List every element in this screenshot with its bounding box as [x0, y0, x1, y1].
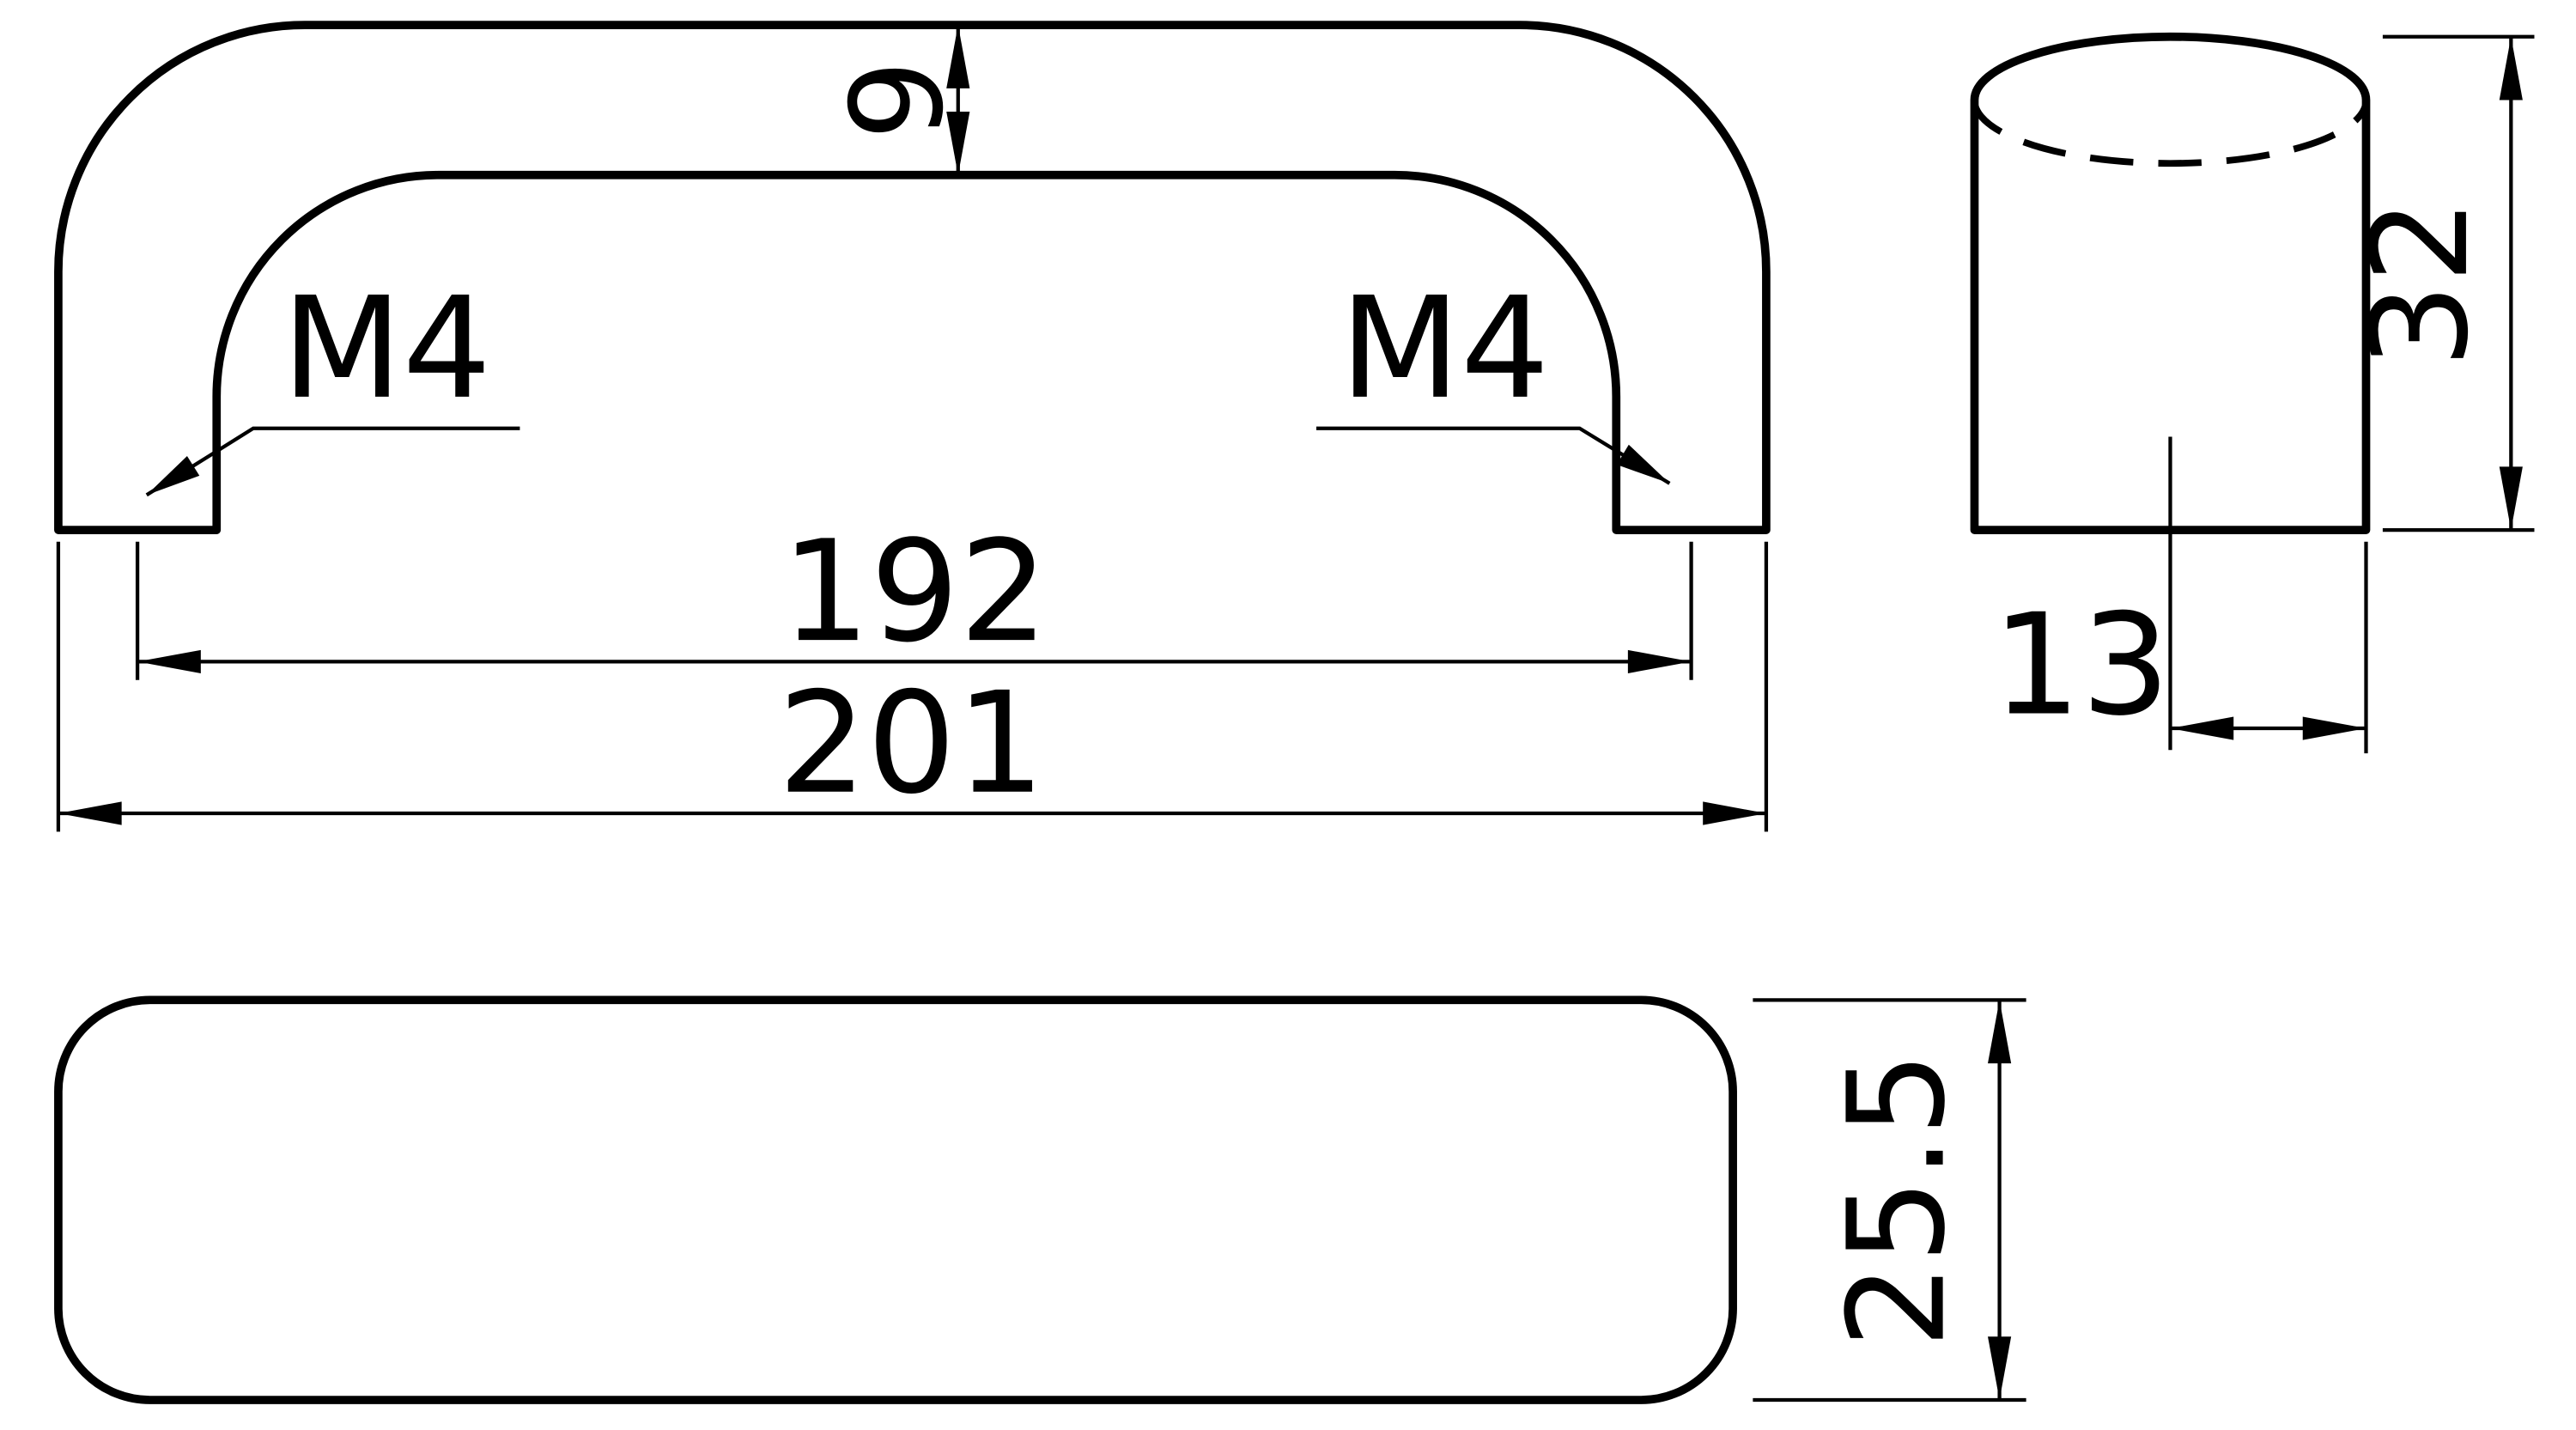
arrowhead-left	[2170, 716, 2234, 740]
arrowhead-down	[946, 112, 970, 175]
thread-callout-left: M4	[145, 268, 520, 497]
arrowhead-up	[1988, 1000, 2012, 1064]
dim-label-192: 192	[781, 511, 1048, 673]
dimension-depth: 25.5	[1753, 998, 2026, 1403]
dim-label-201: 201	[778, 663, 1045, 825]
arrowhead-right	[2302, 716, 2366, 740]
arrowhead-up	[2499, 36, 2523, 100]
thread-label-left: M4	[282, 268, 491, 430]
arrowhead-down	[1988, 1336, 2012, 1401]
thread-callout-right: M4	[1315, 268, 1671, 485]
cylinder-hidden-arc	[1971, 100, 2370, 167]
dim-label-9: 9	[823, 60, 971, 141]
arrowhead-left	[137, 649, 201, 673]
front-view: 9 M4 M4 192 20	[54, 21, 1771, 832]
arrowhead-down	[2499, 466, 2523, 531]
side-view: 32 13	[1970, 32, 2535, 754]
dimension-side-width: 13	[1992, 541, 2368, 754]
cylinder-top-arc	[1970, 32, 2371, 100]
handle-plan-outline	[54, 995, 1737, 1404]
handle-outline	[54, 21, 1771, 534]
arrowhead-up	[946, 25, 970, 88]
bottom-view: 25.5	[54, 995, 2026, 1404]
arrowhead-right	[1703, 801, 1766, 825]
dim-label-32: 32	[2342, 198, 2498, 368]
dimension-side-height: 32	[2342, 34, 2535, 532]
dim-label-25-5: 25.5	[1820, 1051, 1975, 1348]
thread-label-right: M4	[1340, 268, 1549, 430]
arrowhead-left	[58, 801, 122, 825]
dimension-hole-spacing: 192	[135, 511, 1693, 680]
dim-label-13: 13	[1992, 585, 2170, 747]
dimension-bar-thickness: 9	[823, 25, 971, 175]
leader-arrowhead-right	[1616, 444, 1670, 484]
leader-line-left	[145, 426, 520, 497]
leader-arrowhead-left	[146, 455, 200, 496]
arrowhead-right	[1627, 649, 1692, 673]
dimension-overall-length: 201	[56, 541, 1769, 832]
